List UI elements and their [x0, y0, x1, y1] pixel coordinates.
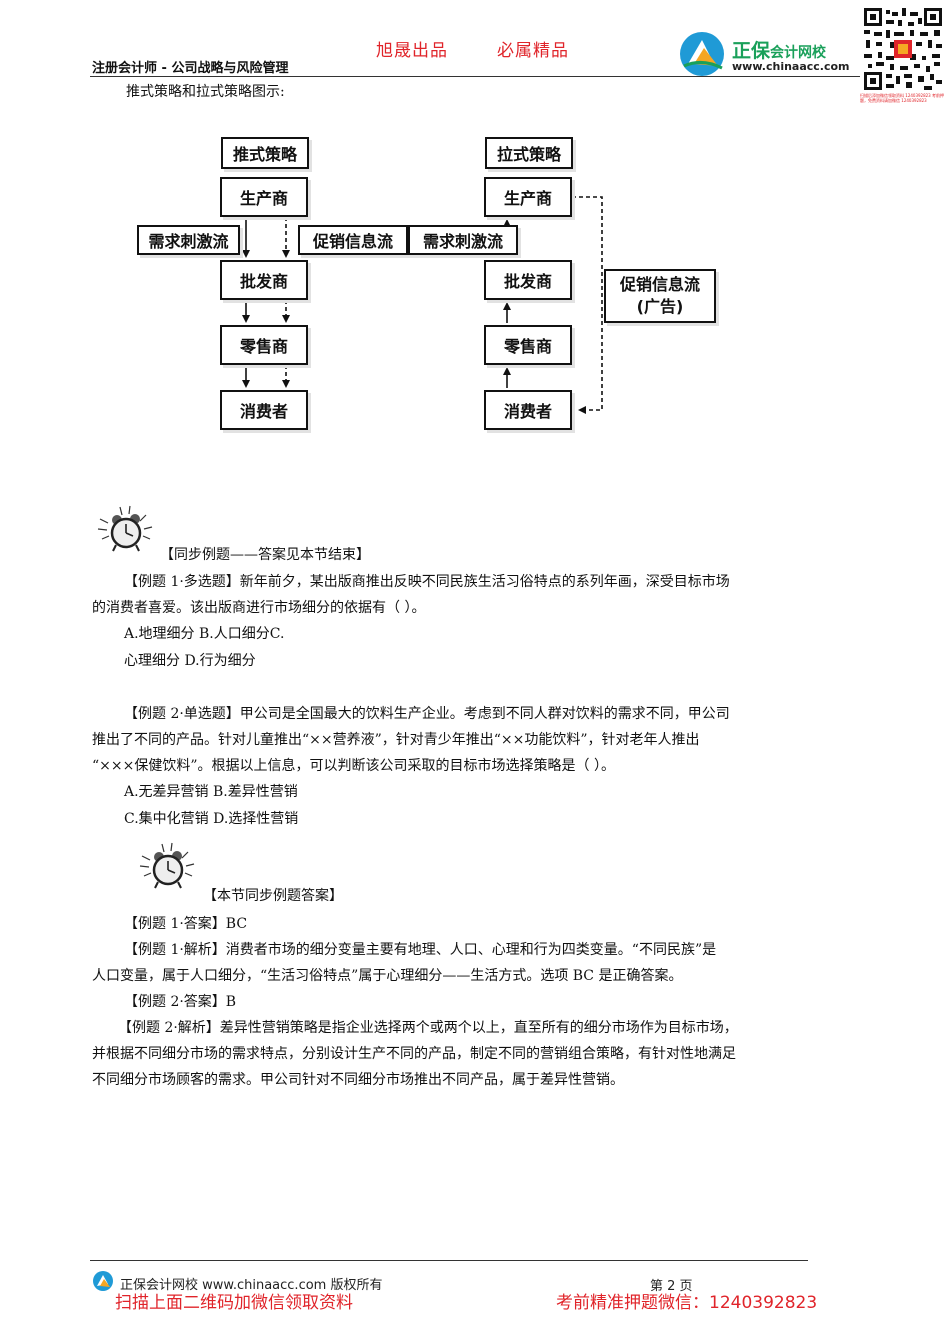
pull-wholesaler-box: 批发商 [484, 260, 572, 300]
q2-options-2: C.集中化营销 D.选择性营销 [124, 811, 299, 827]
pull-strategy-title: 拉式策略 [485, 137, 573, 169]
answer-2: 【例题 2·答案】B [124, 994, 237, 1010]
footer-promo-right: 考前精准押题微信：1240392823 [556, 1293, 818, 1313]
footer-copyright: 正保会计网校 www.chinaacc.com 版权所有 [120, 1278, 383, 1293]
pull-producer-box: 生产商 [484, 177, 572, 217]
q2-line2: 推出了不同的产品。针对儿童推出“××营养液”，针对青少年推出“××功能饮料”，针… [92, 732, 700, 748]
push-wholesaler-box: 批发商 [220, 260, 308, 300]
pull-consumer-box: 消费者 [484, 390, 572, 430]
push-promo-flow-label: 促销信息流 [298, 225, 408, 255]
explanation-1-line1: 【例题 1·解析】消费者市场的细分变量主要有地理、人口、心理和行为四类变量。“不… [124, 942, 717, 958]
q1-options-2: 心理细分 D.行为细分 [124, 653, 256, 669]
diagram-caption: 推式策略和拉式策略图示: [126, 84, 285, 100]
pull-promo-flow-box: 促销信息流 (广告) [604, 269, 716, 323]
push-retailer-box: 零售商 [220, 325, 308, 365]
pull-retailer-box: 零售商 [484, 325, 572, 365]
pull-demand-flow-label: 需求刺激流 [408, 225, 518, 255]
header-doc-title: 注册会计师 - 公司战略与风险管理 [92, 61, 289, 76]
logo-brand-name: 正保 [732, 40, 771, 62]
pull-promo-flow-line1: 促销信息流 [619, 275, 700, 294]
push-producer-box: 生产商 [220, 177, 308, 217]
push-consumer-box: 消费者 [220, 390, 308, 430]
alarm-clock-icon [97, 505, 153, 552]
footer-promo-left: 扫描上面二维码加微信领取资料 [115, 1293, 353, 1313]
answer-1: 【例题 1·答案】BC [124, 916, 248, 932]
q1-line1: 【例题 1·多选题】新年前夕，某出版商推出反映不同民族生活习俗特点的系列年画，深… [124, 574, 730, 590]
explanation-2-line2: 并根据不同细分市场的需求特点，分别设计生产不同的产品，制定不同的营销组合策略，有… [92, 1046, 736, 1062]
explanation-2-line1: 【例题 2·解析】差异性营销策略是指企业选择两个或两个以上，直至所有的细分市场作… [118, 1020, 738, 1036]
qr-caption: 扫描后添加微信领取资料 1240392823 考前押题，免费资料请加微信 124… [860, 93, 944, 103]
push-demand-flow-label: 需求刺激流 [137, 225, 240, 255]
q2-line3: “×××保健饮料”。根据以上信息，可以判断该公司采取的目标市场选择策略是（ ）。 [92, 758, 615, 774]
footer-page-number: 第 2 页 [650, 1279, 693, 1294]
footer-logo-icon [93, 1271, 113, 1291]
q1-options-1: A.地理细分 B.人口细分C. [124, 626, 285, 642]
logo-url: www.chinaacc.com [732, 60, 850, 73]
answers-heading: 【本节同步例题答案】 [203, 888, 343, 904]
footer-divider [90, 1260, 808, 1261]
header-slogan-left: 旭晟出品 [376, 41, 448, 61]
q1-line2: 的消费者喜爱。该出版商进行市场细分的依据有（ ）。 [92, 600, 426, 616]
header-divider [90, 76, 860, 77]
push-strategy-title: 推式策略 [221, 137, 309, 169]
header-slogan-right: 必属精品 [497, 41, 569, 61]
explanation-2-line3: 不同细分市场顾客的需求。甲公司针对不同细分市场推出不同产品，属于差异性营销。 [92, 1072, 624, 1088]
examples-heading: 【同步例题——答案见本节结束】 [160, 547, 370, 563]
pull-promo-flow-line2: (广告) [636, 297, 684, 316]
chinaacc-logo-icon [680, 32, 724, 76]
alarm-clock-icon [139, 842, 195, 889]
q2-options-1: A.无差异营销 B.差异性营销 [124, 784, 298, 800]
logo-brand-sub: 会计网校 [770, 45, 827, 61]
logo-brand: 正保会计网校 [732, 36, 826, 63]
qr-code-icon[interactable] [862, 6, 944, 92]
explanation-1-line2: 人口变量，属于人口细分，“生活习俗特点”属于心理细分——生活方式。选项 BC 是… [92, 968, 683, 984]
q2-line1: 【例题 2·单选题】甲公司是全国最大的饮料生产企业。考虑到不同人群对饮料的需求不… [124, 706, 730, 722]
